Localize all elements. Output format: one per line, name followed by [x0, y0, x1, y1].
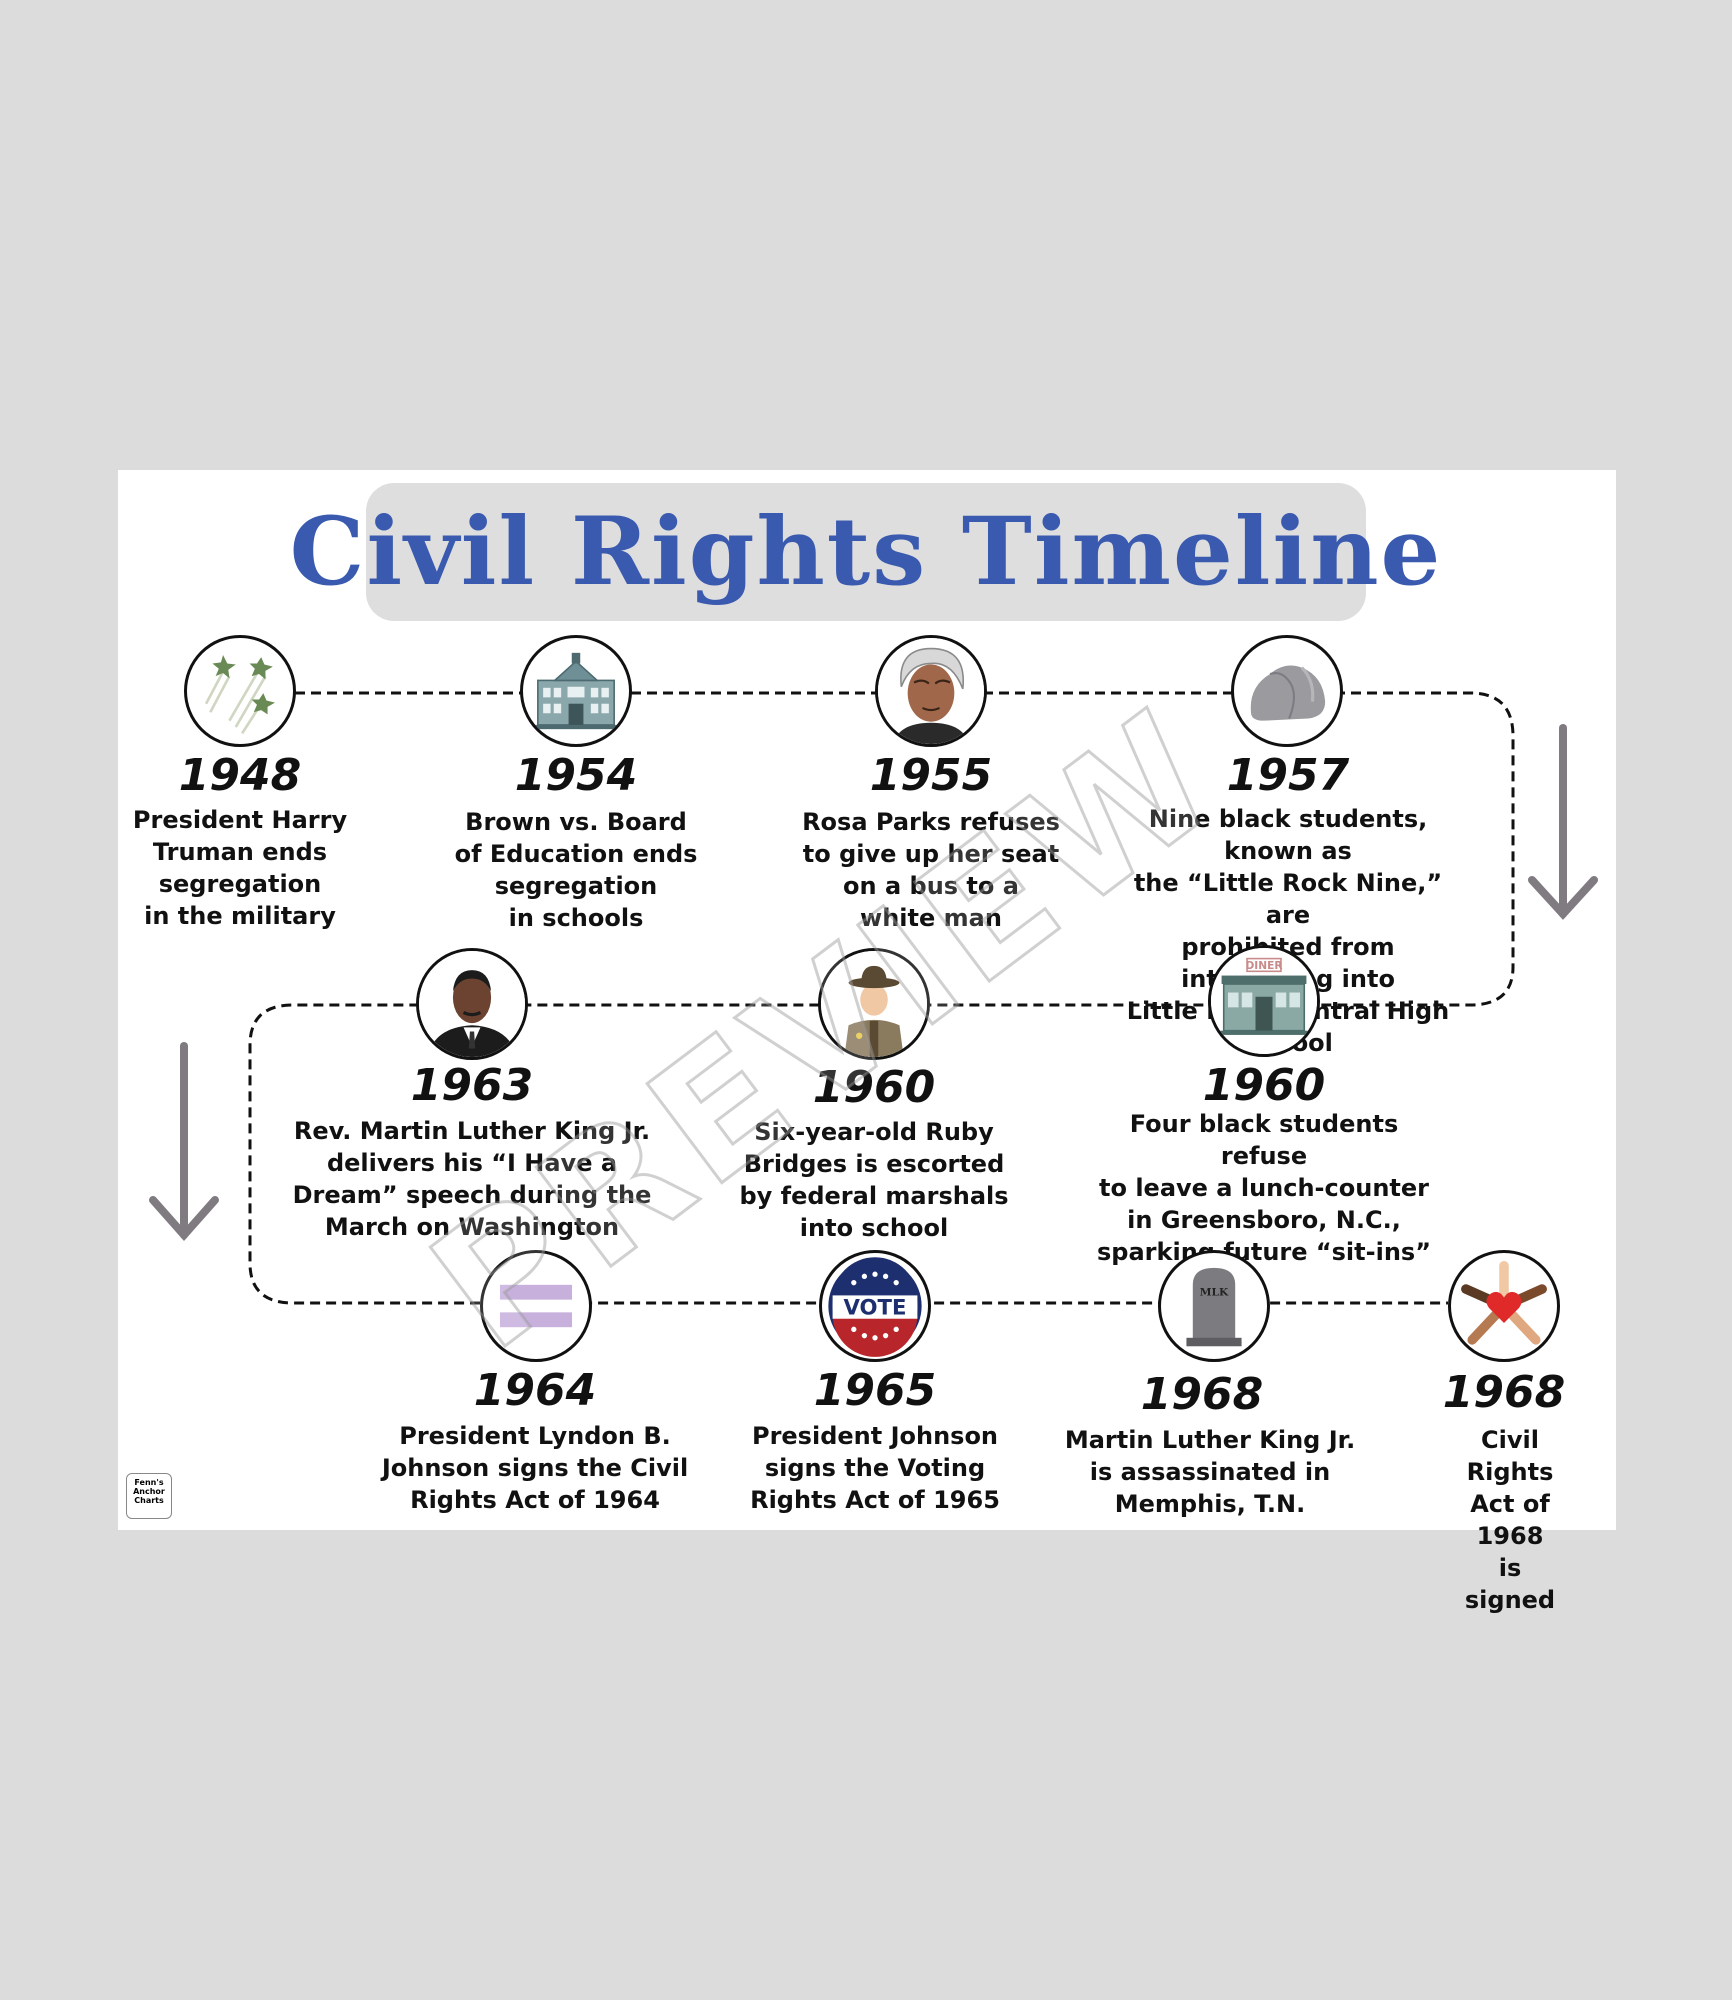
rosa-parks-portrait-icon: [875, 635, 987, 747]
event-description: Brown vs. Board of Education ends segreg…: [454, 808, 698, 932]
event-description: Rosa Parks refuses to give up her seat o…: [802, 808, 1060, 932]
event-description: Martin Luther King Jr. is assassinated i…: [1064, 1426, 1356, 1518]
mlk-portrait-icon: [416, 948, 528, 1060]
event-year: 1960: [1202, 1060, 1326, 1111]
title-banner: Civil Rights Timeline: [290, 483, 1440, 621]
marshal-icon: [818, 948, 930, 1060]
event-year: 1948: [178, 750, 302, 801]
event-description: Four black students refuse to leave a lu…: [1097, 1110, 1431, 1266]
event-year: 1963: [410, 1060, 534, 1111]
event-year: 1964: [473, 1365, 597, 1416]
event-year: 1965: [813, 1365, 937, 1416]
down-arrow-right: [1528, 724, 1598, 920]
page-title: Civil Rights Timeline: [289, 497, 1443, 607]
vote-text: VOTE: [844, 1294, 907, 1319]
event-description: Six-year-old Ruby Bridges is escorted by…: [739, 1118, 1009, 1242]
event-year: 1968: [1442, 1367, 1566, 1418]
event-year: 1960: [812, 1062, 936, 1113]
event-year: 1968: [1140, 1369, 1264, 1420]
event-description: President Johnson signs the Voting Right…: [750, 1422, 1000, 1514]
timeline-poster: Civil Rights Timeline: [118, 470, 1616, 1614]
unity-hands-heart-icon: [1448, 1250, 1560, 1362]
vote-badge-icon: VOTE: [819, 1250, 931, 1362]
event-description: President Lyndon B. Johnson signs the Ci…: [381, 1422, 689, 1514]
tombstone-icon: MLK: [1158, 1250, 1270, 1362]
rock-icon: [1231, 635, 1343, 747]
fighter-jets-icon: [184, 635, 296, 747]
publisher-logo-text: Fenn's Anchor Charts: [133, 1478, 165, 1505]
event-year: 1954: [514, 750, 638, 801]
equal-sign-icon: [480, 1250, 592, 1362]
diner-sign-text: DINER: [1246, 960, 1283, 972]
event-description: Civil Rights Act of 1968 is signed: [1464, 1426, 1556, 1614]
publisher-logo: Fenn's Anchor Charts: [126, 1473, 172, 1519]
event-description: Rev. Martin Luther King Jr. delivers his…: [292, 1117, 652, 1241]
diner-icon: DINER: [1208, 945, 1320, 1057]
tombstone-text: MLK: [1200, 1286, 1229, 1298]
down-arrow-left: [149, 1042, 219, 1242]
event-description: President Harry Truman ends segregation …: [132, 806, 348, 930]
event-year: 1957: [1226, 750, 1350, 801]
school-building-icon: [520, 635, 632, 747]
event-year: 1955: [869, 750, 993, 801]
